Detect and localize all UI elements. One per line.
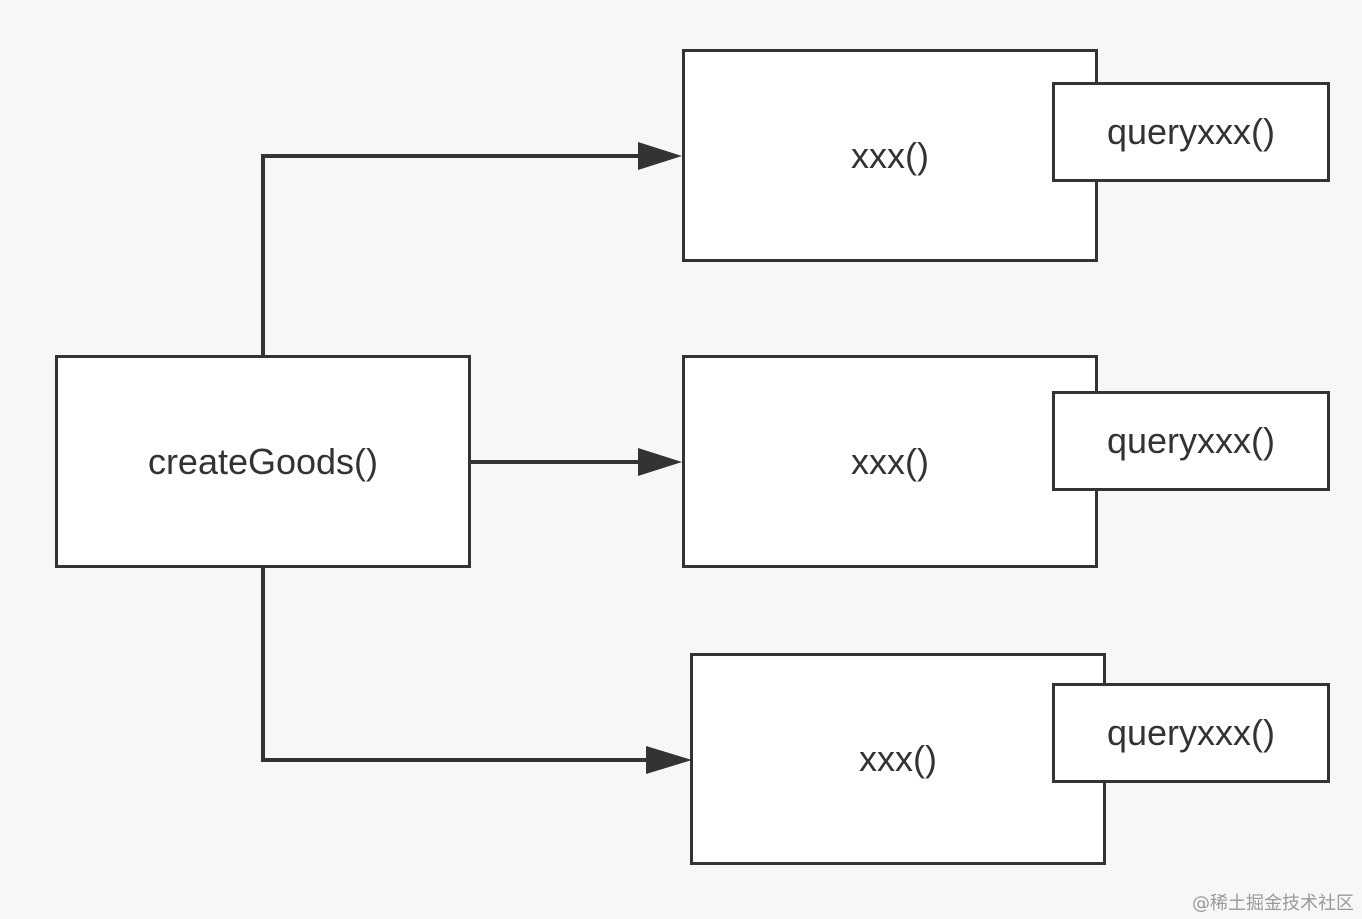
create-goods-label: createGoods()	[147, 440, 379, 482]
query-label-1: queryxxx()	[1106, 111, 1276, 152]
arrowhead-middle	[638, 448, 682, 476]
function-box-2: xxx()	[682, 355, 1098, 568]
function-label-3: xxx()	[859, 738, 937, 779]
query-label-3: queryxxx()	[1106, 712, 1276, 753]
watermark: @稀土掘金技术社区	[1192, 893, 1354, 914]
query-label-2: queryxxx()	[1106, 420, 1276, 461]
arrowhead-top	[638, 142, 682, 170]
function-box-3: xxx()	[690, 653, 1106, 865]
create-goods-box: createGoods()	[55, 355, 471, 568]
connector-top	[261, 154, 640, 356]
query-box-1: queryxxx()	[1052, 82, 1330, 182]
function-label-2: xxx()	[851, 440, 929, 482]
function-label-1: xxx()	[851, 134, 929, 176]
query-box-2: queryxxx()	[1052, 391, 1330, 491]
arrowhead-bottom	[646, 746, 692, 774]
function-box-1: xxx()	[682, 49, 1098, 262]
query-box-3: queryxxx()	[1052, 683, 1330, 783]
connector-bottom	[261, 566, 648, 762]
